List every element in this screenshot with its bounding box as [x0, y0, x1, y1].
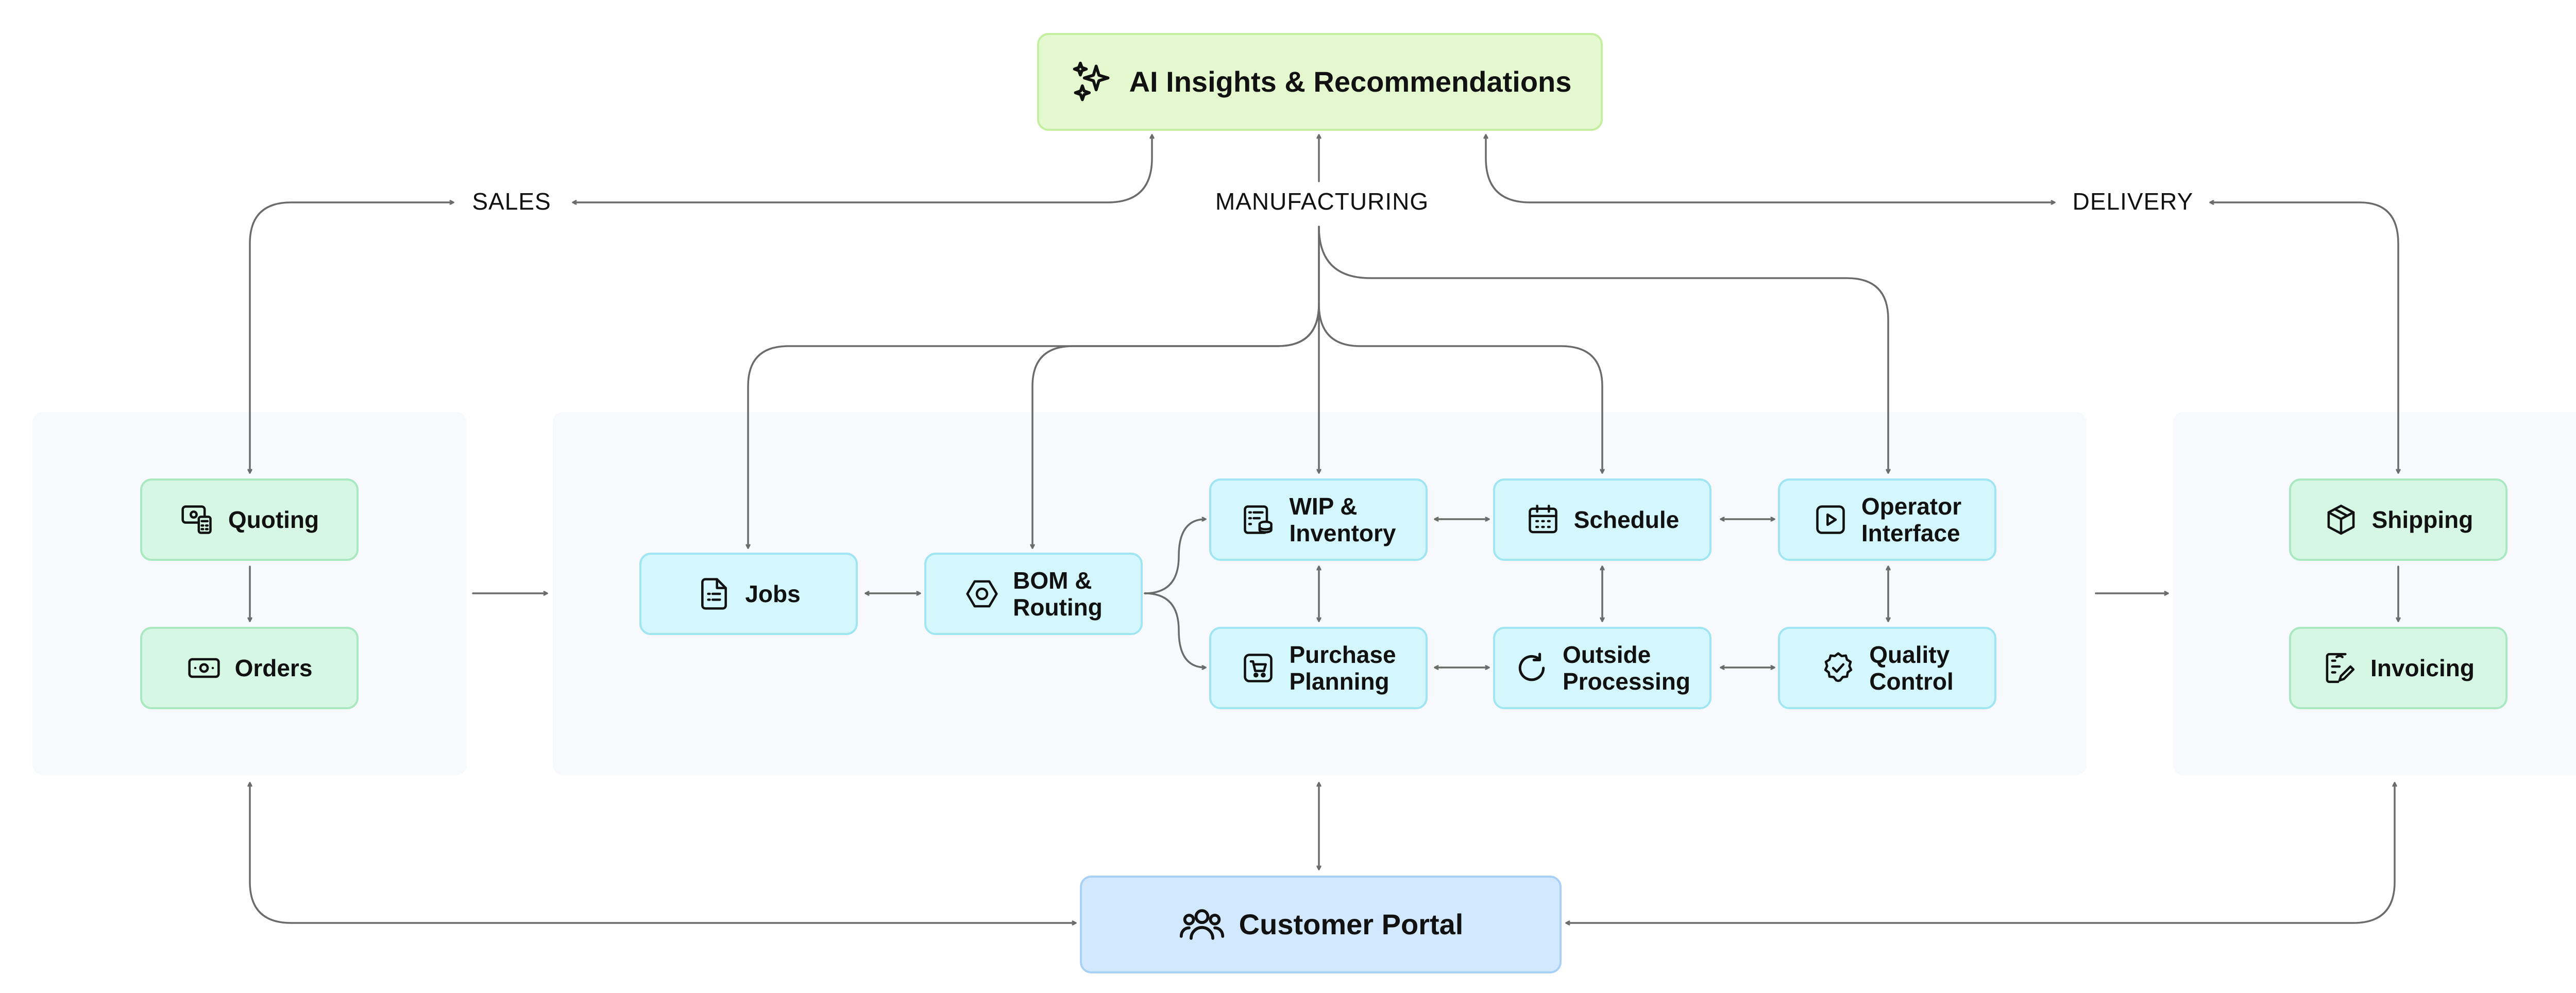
sales-to-quoting-arrow	[250, 202, 454, 474]
jobs-node[interactable]: Jobs	[639, 553, 858, 635]
operator-interface-node[interactable]: Operator Interface	[1778, 478, 1996, 561]
portal-to-sales-arrow	[250, 782, 1077, 923]
rotate-cw-icon	[1514, 650, 1549, 686]
manufacturing-to-schedule-arrow	[1318, 303, 1602, 474]
manufacturing-section-label: MANUFACTURING	[1215, 188, 1429, 215]
ai-insights-node[interactable]: AI Insights & Recommendations	[1037, 33, 1603, 131]
shopping-cart-icon	[1241, 650, 1276, 686]
ai-insights-label: AI Insights & Recommendations	[1129, 65, 1572, 98]
quality-control-node[interactable]: Quality Control	[1778, 627, 1996, 709]
invoice-icon	[2322, 650, 2357, 686]
badge-check-icon	[1821, 650, 1856, 686]
users-icon	[1178, 901, 1226, 948]
purchase-planning-label: Purchase Planning	[1289, 641, 1396, 695]
hexagon-nut-icon	[964, 576, 999, 611]
customer-portal-label: Customer Portal	[1239, 908, 1464, 940]
schedule-node[interactable]: Schedule	[1493, 478, 1711, 561]
purchase-planning-node[interactable]: Purchase Planning	[1209, 627, 1428, 709]
delivery-to-shipping-arrow	[2209, 202, 2398, 474]
manufacturing-to-bom-arrow	[1032, 303, 1320, 549]
calendar-icon	[1526, 502, 1561, 537]
schedule-label: Schedule	[1573, 506, 1680, 533]
bom-to-wip-arrow	[1144, 519, 1207, 594]
customer-portal-node[interactable]: Customer Portal	[1080, 876, 1562, 973]
bom-routing-label: BOM & Routing	[1013, 567, 1103, 621]
banknote-icon	[187, 650, 222, 686]
wip-inventory-node[interactable]: WIP & Inventory	[1209, 478, 1428, 561]
jobs-label: Jobs	[745, 580, 801, 607]
delivery-section-label: DELIVERY	[2072, 188, 2194, 215]
orders-label: Orders	[234, 655, 313, 681]
bom-to-purchase-arrow	[1144, 592, 1207, 667]
play-square-icon	[1813, 502, 1848, 537]
shipping-label: Shipping	[2371, 506, 2473, 533]
invoicing-label: Invoicing	[2370, 655, 2475, 681]
delivery-to-ai-arrow	[1486, 134, 2056, 202]
outside-processing-node[interactable]: Outside Processing	[1493, 627, 1711, 709]
manufacturing-to-operator-arrow	[1318, 226, 1888, 474]
outside-processing-label: Outside Processing	[1563, 641, 1690, 695]
portal-to-delivery-arrow	[1565, 782, 2395, 923]
list-database-icon	[1241, 502, 1276, 537]
orders-node[interactable]: Orders	[140, 627, 359, 709]
quoting-label: Quoting	[228, 506, 319, 533]
quality-control-label: Quality Control	[1869, 641, 1954, 695]
sales-to-ai-arrow	[572, 134, 1152, 202]
shipping-node[interactable]: Shipping	[2289, 478, 2507, 561]
document-list-icon	[697, 576, 732, 611]
invoicing-node[interactable]: Invoicing	[2289, 627, 2507, 709]
quoting-node[interactable]: Quoting	[140, 478, 359, 561]
bom-routing-node[interactable]: BOM & Routing	[924, 553, 1143, 635]
quote-calculator-icon	[180, 502, 215, 537]
sales-section-label: SALES	[472, 188, 551, 215]
sparkles-icon	[1069, 58, 1116, 106]
wip-inventory-label: WIP & Inventory	[1289, 493, 1396, 546]
package-icon	[2324, 502, 2359, 537]
operator-interface-label: Operator Interface	[1861, 493, 1962, 546]
